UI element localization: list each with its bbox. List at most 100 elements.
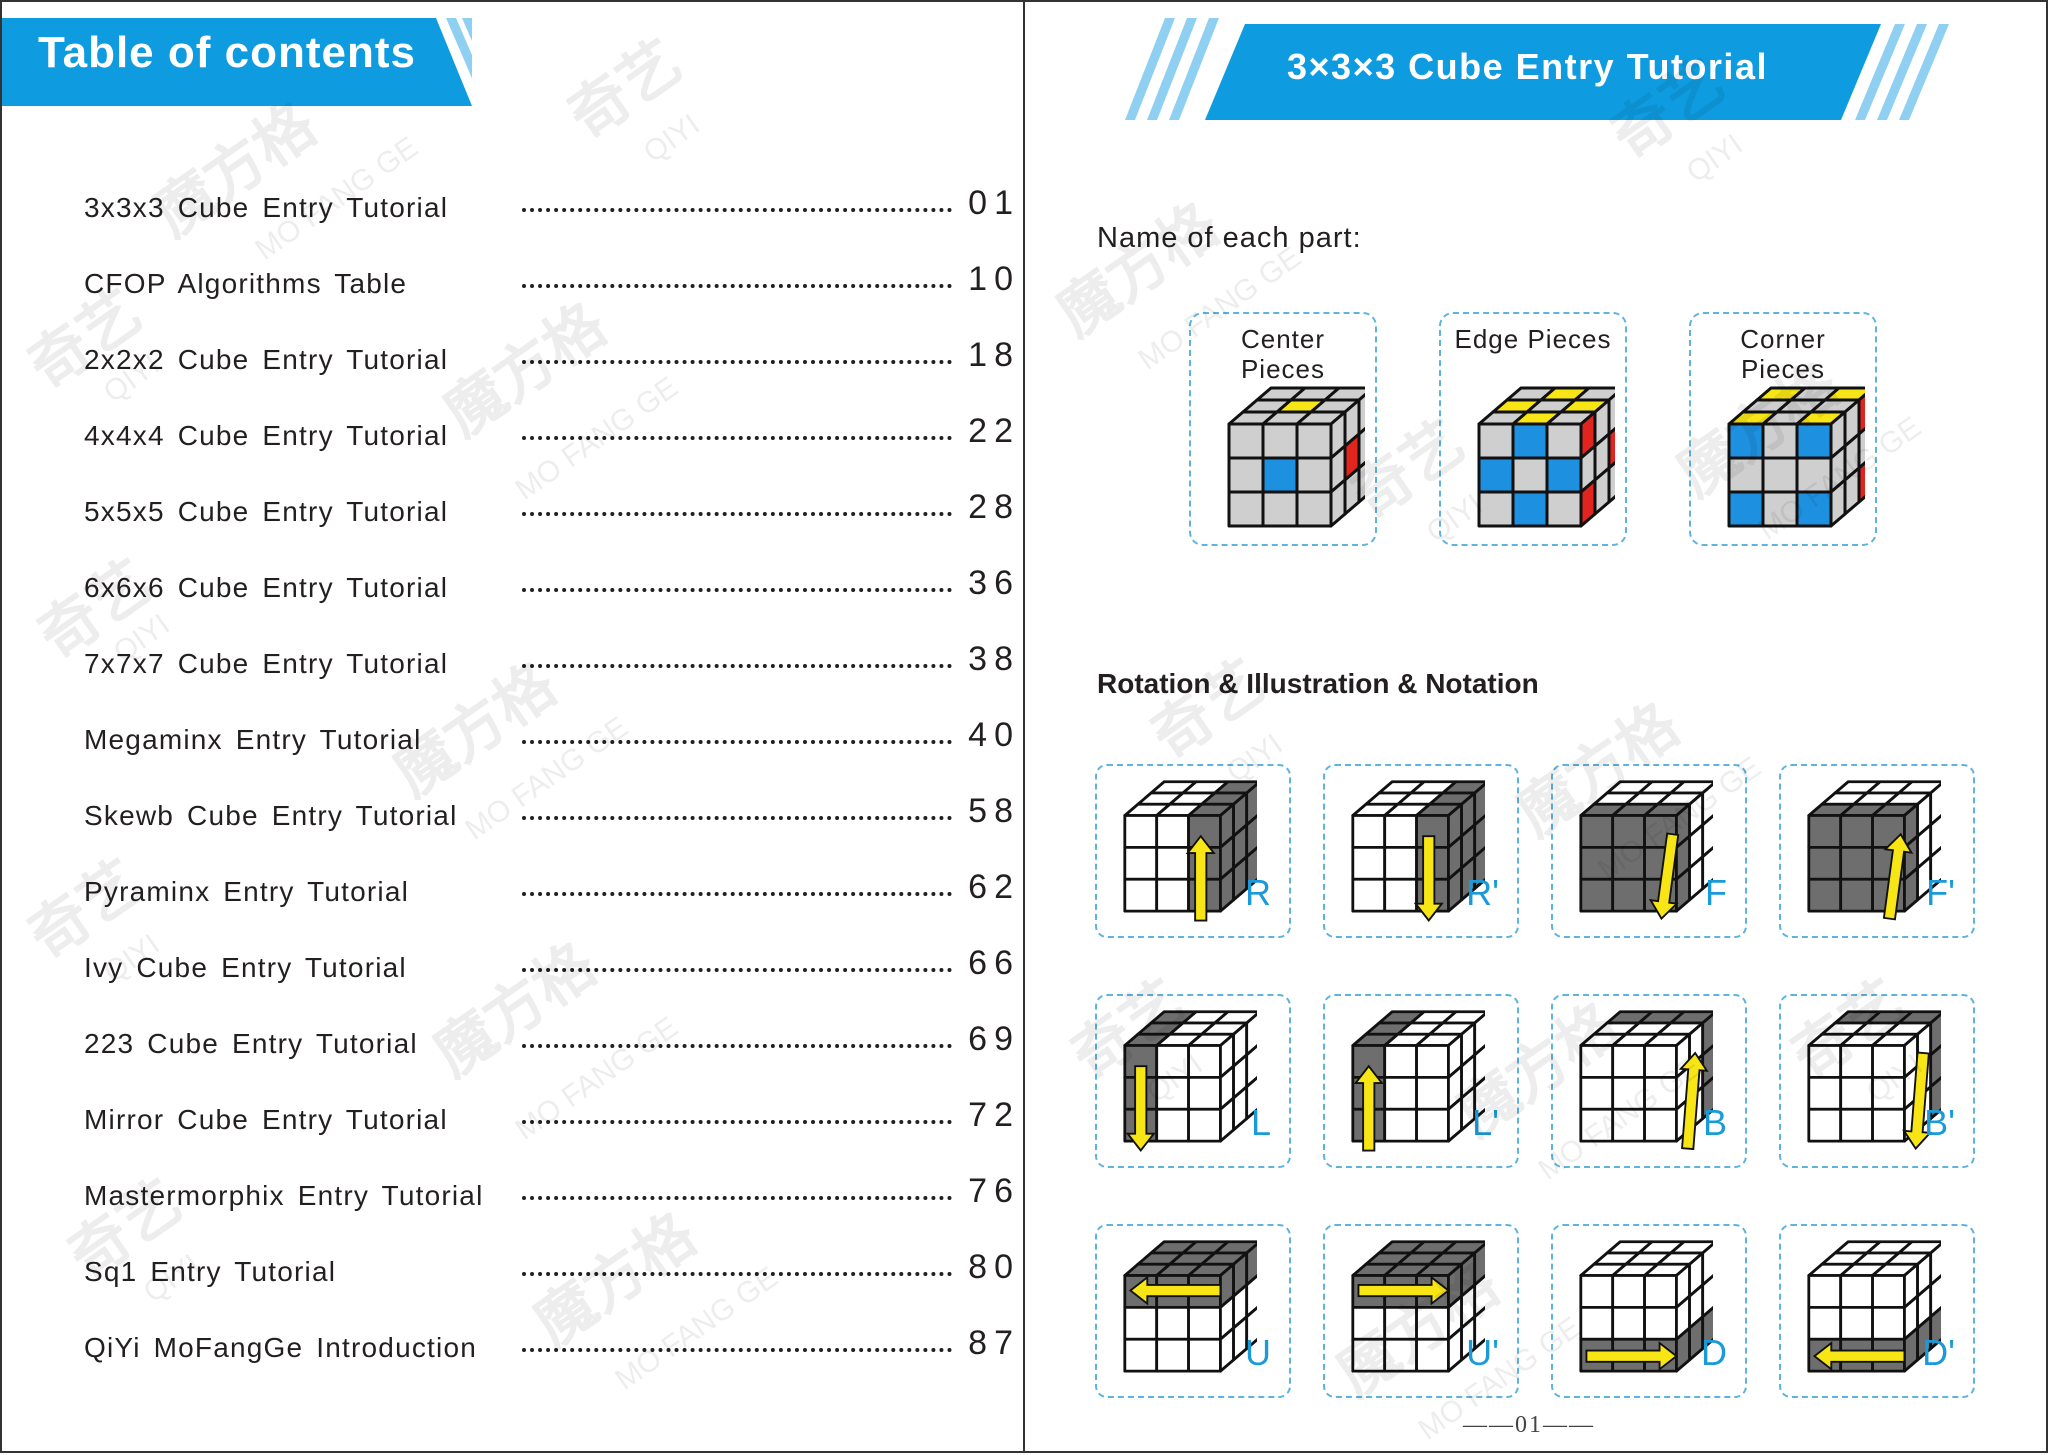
move-notation-label: U: [1245, 1332, 1271, 1373]
toc-item-page: 18: [968, 336, 1020, 374]
watermark-text: QIYI: [637, 107, 706, 170]
part-label: Center Pieces: [1240, 324, 1326, 384]
move-card: F': [1779, 764, 1975, 938]
move-cube-icon: [1351, 780, 1485, 923]
part-card: Corner Pieces: [1689, 312, 1877, 546]
move-cube-icon: [1579, 780, 1713, 921]
move-notation-label: L': [1472, 1102, 1499, 1143]
edge-pieces-cube-icon: [1477, 386, 1615, 528]
toc-item-page: 28: [968, 488, 1020, 526]
toc-item-page: 62: [968, 868, 1020, 906]
toc-item-title: 3x3x3 Cube Entry Tutorial: [84, 192, 449, 223]
move-notation-label: U': [1466, 1332, 1499, 1373]
move-card: R: [1095, 764, 1291, 938]
toc-leader-dots: [522, 1100, 952, 1124]
move-notation-label: F: [1705, 872, 1727, 913]
toc-leader-dots: [522, 644, 952, 668]
toc-item-title: Mastermorphix Entry Tutorial: [84, 1180, 484, 1211]
move-cube-icon: [1351, 1010, 1485, 1152]
toc-leader-dots: [522, 1176, 952, 1200]
move-cube-icon: [1579, 1010, 1713, 1151]
move-cube-icon: [1579, 1240, 1713, 1373]
toc-item-title: Sq1 Entry Tutorial: [84, 1256, 337, 1287]
toc-item-title: Skewb Cube Entry Tutorial: [84, 800, 458, 831]
toc-leader-dots: [522, 492, 952, 516]
watermark-text: 奇艺: [556, 27, 694, 152]
toc-leader-dots: [522, 948, 952, 972]
move-card: U: [1095, 1224, 1291, 1398]
toc-item-page: 58: [968, 792, 1020, 830]
toc-item-title: 2x2x2 Cube Entry Tutorial: [84, 344, 449, 375]
tutorial-header-banner: [1125, 18, 1949, 120]
toc-leader-dots: [522, 720, 952, 744]
move-card: D: [1551, 1224, 1747, 1398]
move-notation-label: D': [1922, 1332, 1955, 1373]
toc-item-title: Mirror Cube Entry Tutorial: [84, 1104, 448, 1135]
toc-item-title: Pyraminx Entry Tutorial: [84, 876, 410, 907]
toc-item-page: 10: [968, 260, 1020, 298]
page-number: ——01——: [1463, 1412, 1595, 1438]
move-card: L: [1095, 994, 1291, 1168]
move-notation-label: B: [1702, 1102, 1727, 1143]
move-cube-icon: [1123, 1010, 1257, 1153]
toc-leader-dots: [522, 796, 952, 820]
move-cube-icon: [1123, 1240, 1257, 1373]
toc-item-title: 5x5x5 Cube Entry Tutorial: [84, 496, 449, 527]
toc-item-title: 4x4x4 Cube Entry Tutorial: [84, 420, 449, 451]
move-notation-label: D: [1701, 1332, 1727, 1373]
center-pieces-cube-icon: [1227, 386, 1365, 528]
toc-item-title: 6x6x6 Cube Entry Tutorial: [84, 572, 449, 603]
rotation-heading: Rotation & Illustration & Notation: [1097, 668, 1539, 699]
toc-item-page: 66: [968, 944, 1020, 982]
part-card: Center Pieces: [1189, 312, 1377, 546]
toc-leader-dots: [522, 264, 952, 288]
toc-leader-dots: [522, 416, 952, 440]
toc-leader-dots: [522, 1252, 952, 1276]
toc-item-page: 69: [968, 1020, 1020, 1058]
toc-item-page: 80: [968, 1248, 1020, 1286]
toc-leader-dots: [522, 568, 952, 592]
move-cube-icon: [1807, 780, 1941, 921]
watermark-text: 奇艺: [1139, 647, 1277, 772]
tutorial-header-title: 3×3×3 Cube Entry Tutorial: [1287, 46, 1768, 87]
move-cube-icon: [1351, 1240, 1485, 1373]
move-card: R': [1323, 764, 1519, 938]
move-card: F: [1551, 764, 1747, 938]
right-page: 3×3×3 Cube Entry Tutorial Name of each p…: [1024, 0, 2048, 1453]
toc-header-banner: [2, 18, 472, 106]
move-cube-icon: [1807, 1240, 1941, 1373]
move-cube-icon: [1807, 1010, 1941, 1151]
move-card: L': [1323, 994, 1519, 1168]
toc-item-title: Megaminx Entry Tutorial: [84, 724, 422, 755]
toc-item-page: 01: [968, 184, 1020, 222]
toc-leader-dots: [522, 340, 952, 364]
toc-item-page: 40: [968, 716, 1020, 754]
toc-item-page: 76: [968, 1172, 1020, 1210]
toc-leader-dots: [522, 1024, 952, 1048]
part-label: Edge Pieces: [1454, 324, 1612, 354]
toc-item-title: Ivy Cube Entry Tutorial: [84, 952, 407, 983]
move-card: U': [1323, 1224, 1519, 1398]
toc-item-page: 72: [968, 1096, 1020, 1134]
toc-item-page: 87: [968, 1324, 1020, 1362]
move-card: D': [1779, 1224, 1975, 1398]
toc-item-title: 7x7x7 Cube Entry Tutorial: [84, 648, 449, 679]
part-label: Corner Pieces: [1740, 324, 1826, 384]
